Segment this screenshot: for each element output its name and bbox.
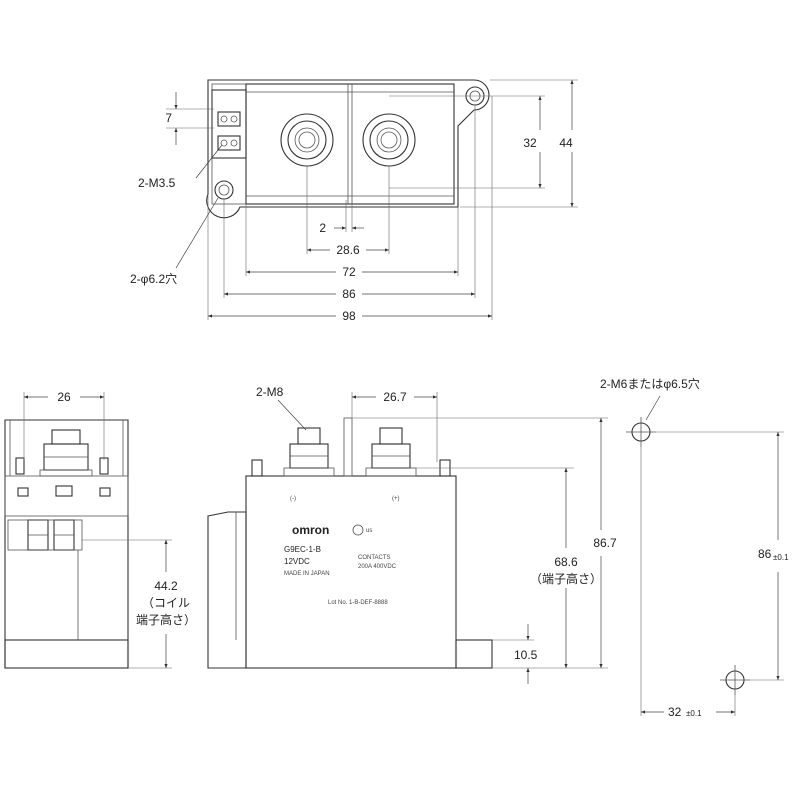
polarity-minus: (-) bbox=[290, 496, 296, 502]
brand-logo: omron bbox=[292, 523, 329, 537]
tol-32: ±0.1 bbox=[686, 709, 702, 718]
dim-44-top: 44 bbox=[559, 136, 573, 150]
contacts-rating: 200A 400VDC bbox=[358, 564, 397, 570]
dim-terminal-pitch-7: 7 bbox=[165, 111, 172, 125]
front-view: (-) (+) omron us G9EC-1-B 12VDC MADE IN … bbox=[207, 385, 617, 684]
model-name: G9EC-1-B bbox=[284, 545, 321, 554]
dim-86-mounting: 86 bbox=[758, 547, 772, 561]
dim-26: 26 bbox=[57, 390, 71, 404]
side-view: 26 44.2 （コイル 端子高さ） bbox=[4, 390, 196, 669]
label-m8-terminals: 2-M8 bbox=[256, 385, 284, 399]
dim-2-gap: 2 bbox=[319, 221, 326, 235]
dim-98: 98 bbox=[342, 309, 356, 323]
label-m3-5-screws: 2-M3.5 bbox=[138, 176, 176, 190]
coil-height-note-2: 端子高さ） bbox=[136, 612, 196, 627]
dim-32-top: 32 bbox=[523, 136, 537, 150]
contacts-label: CONTACTS bbox=[358, 555, 391, 561]
dim-68-6: 68.6 bbox=[554, 555, 578, 569]
cert-mark: us bbox=[366, 528, 372, 534]
dim-28-6: 28.6 bbox=[336, 243, 360, 257]
tol-86: ±0.1 bbox=[773, 553, 789, 562]
dim-26-7: 26.7 bbox=[383, 390, 407, 404]
top-view: 7 2-M3.5 32 44 2 28.6 bbox=[130, 79, 578, 323]
terminal-height-note: （端子高さ） bbox=[530, 571, 602, 586]
main-terminal-right bbox=[362, 113, 416, 167]
dim-32-mounting: 32 bbox=[668, 705, 682, 719]
polarity-plus: (+) bbox=[392, 496, 400, 502]
made-in: MADE IN JAPAN bbox=[284, 571, 330, 577]
dim-86-7: 86.7 bbox=[593, 536, 617, 550]
label-mounting-hole-6-2: 2-φ6.2穴 bbox=[130, 271, 177, 286]
mounting-hole-view: 2-M6またはφ6.5穴 86 ±0.1 32 ±0.1 bbox=[600, 376, 789, 719]
coil-height-note-1: （コイル bbox=[142, 596, 190, 610]
lot-number: Lot No. 1-B-DEF-8888 bbox=[328, 600, 388, 606]
dim-72: 72 bbox=[342, 265, 356, 279]
dim-10-5: 10.5 bbox=[514, 648, 538, 662]
main-terminal-left bbox=[280, 113, 334, 167]
dim-44-2: 44.2 bbox=[154, 579, 178, 593]
m8-terminal-left bbox=[283, 427, 335, 477]
m8-terminal-right bbox=[365, 427, 417, 477]
label-m6-holes: 2-M6またはφ6.5穴 bbox=[600, 376, 700, 391]
coil-voltage: 12VDC bbox=[284, 557, 310, 566]
dim-86-top: 86 bbox=[342, 287, 356, 301]
